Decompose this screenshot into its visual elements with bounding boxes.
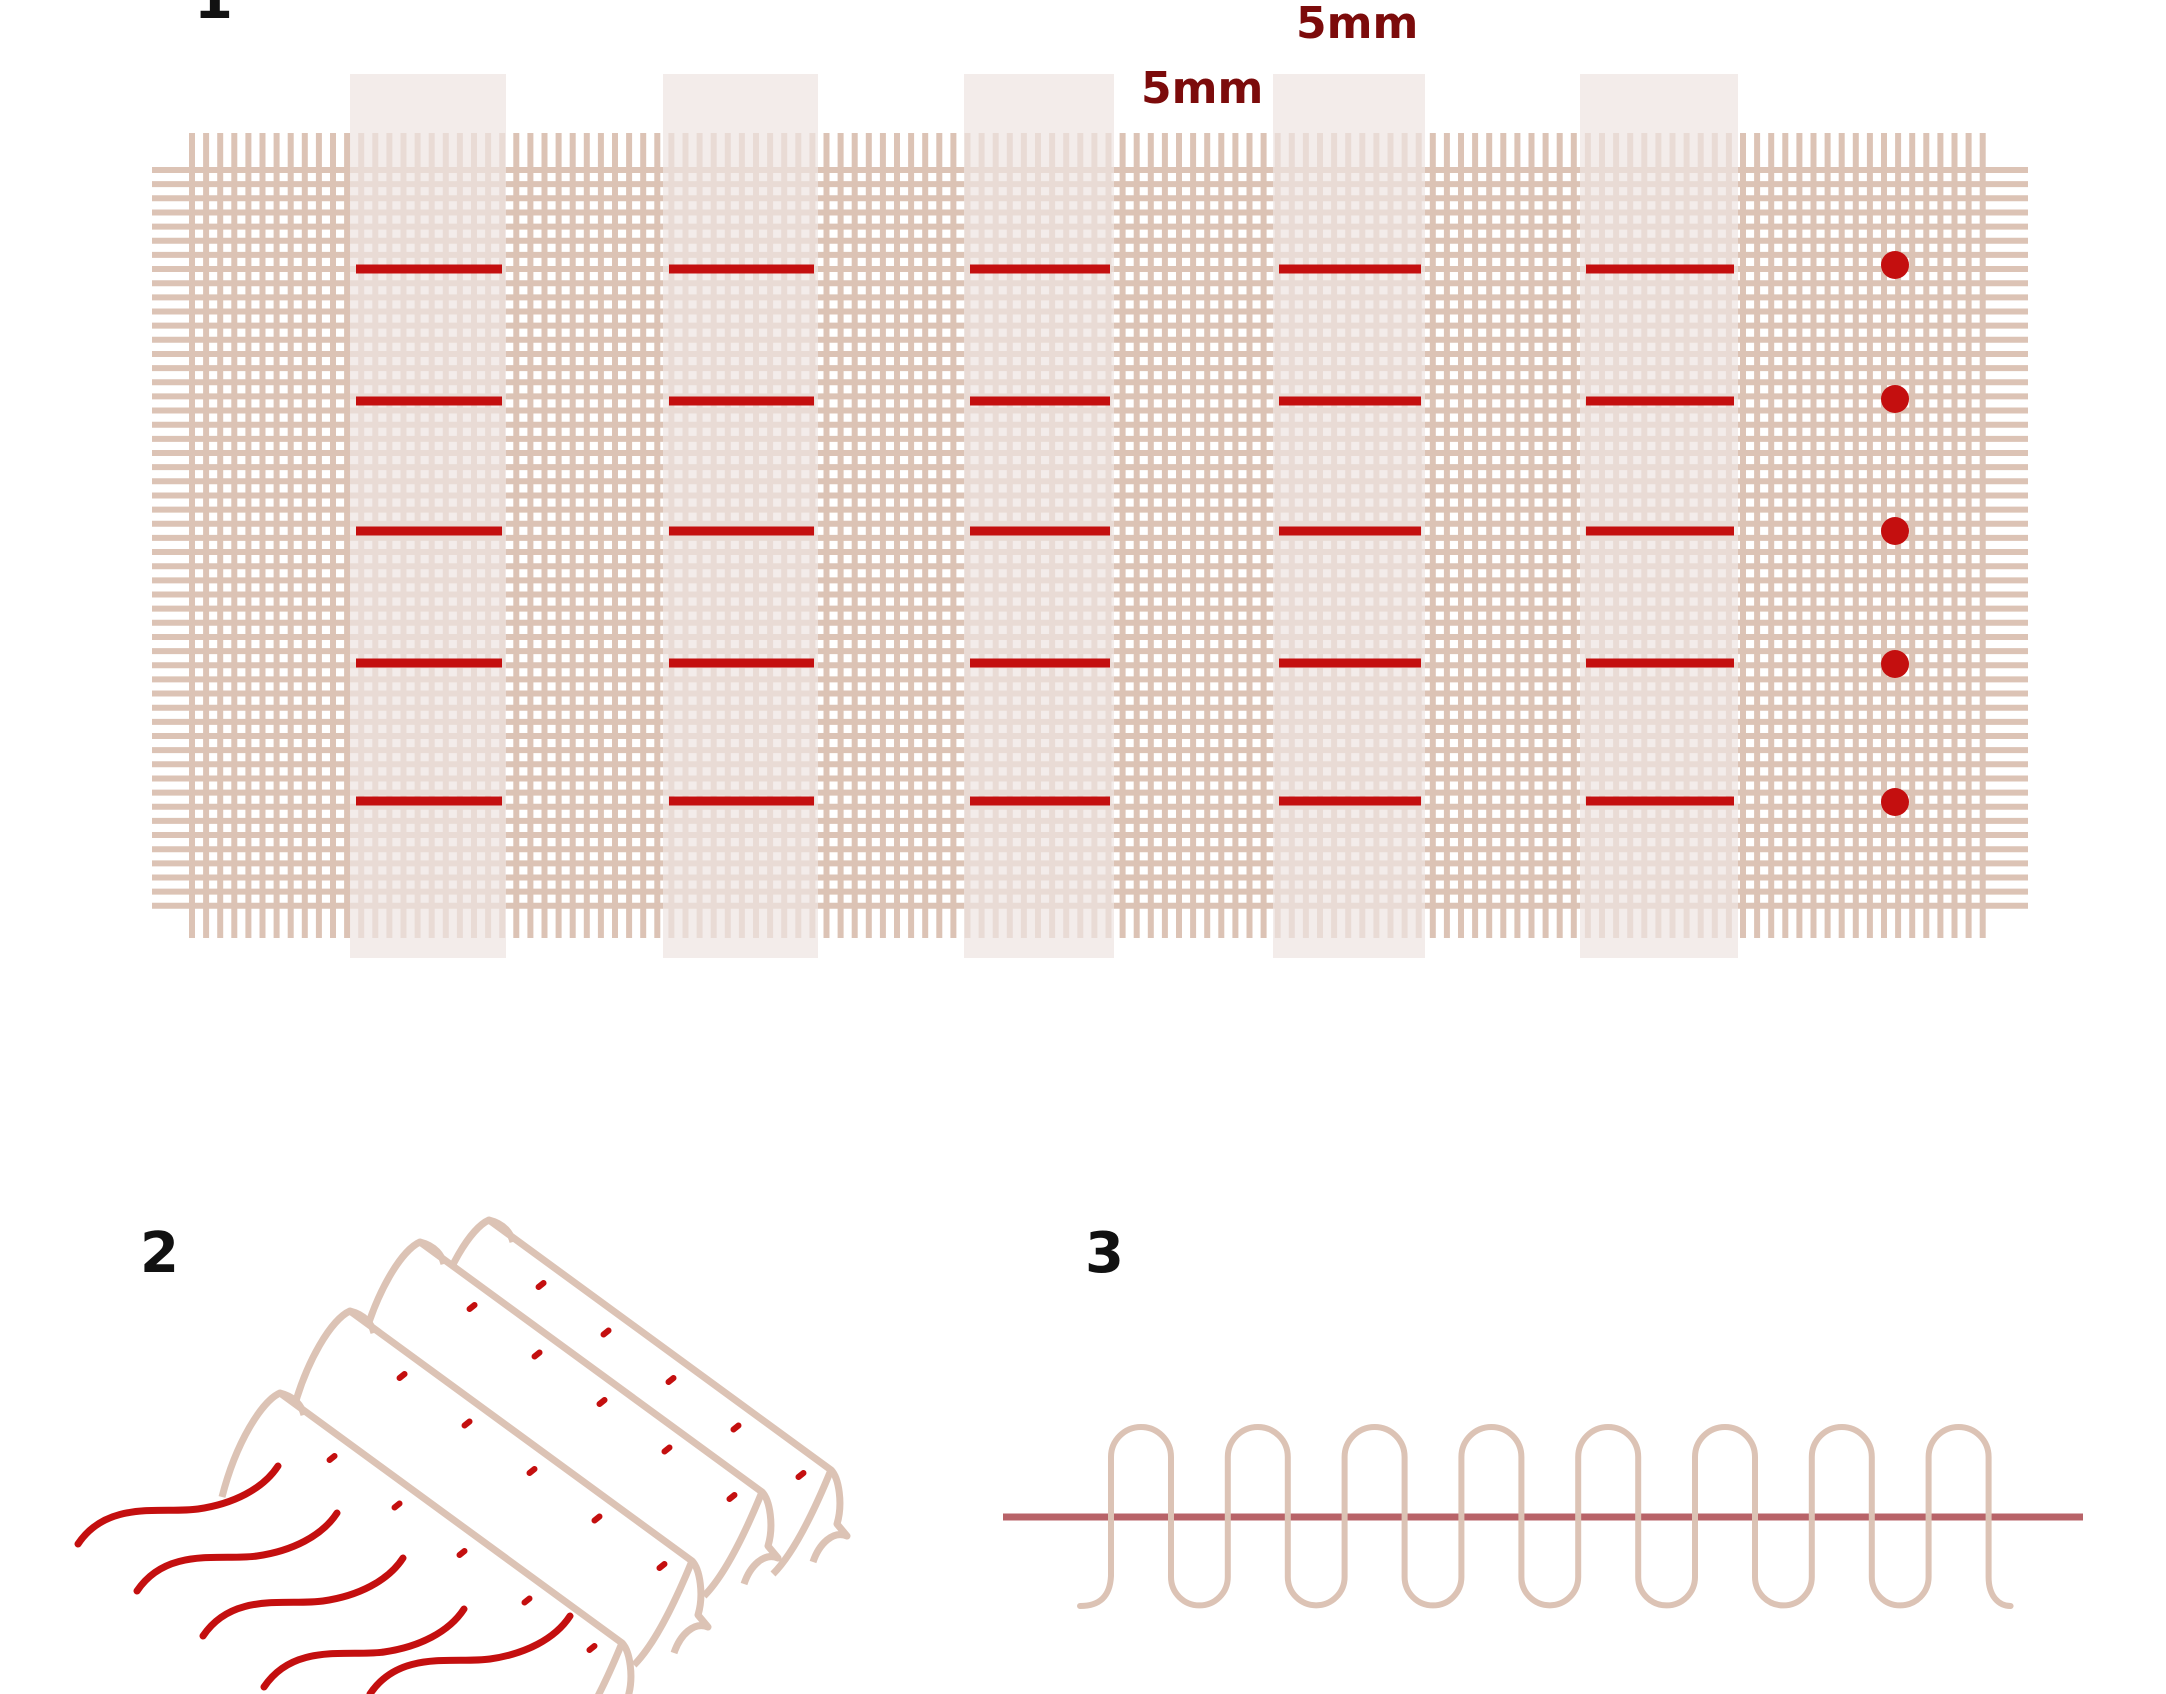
pleat-stitch-mark (596, 1397, 608, 1407)
pleat-stitch-mark (661, 1444, 673, 1455)
panel-2-gathered-pleats (74, 1216, 851, 1694)
pleat-stitch-mark (726, 1492, 738, 1502)
measurement-label-side: 5mm (1141, 63, 1263, 114)
measurement-label-top: 5mm (1296, 0, 1418, 49)
trailing-thread (199, 1554, 407, 1640)
trailing-thread (133, 1509, 341, 1595)
pleat-stitch-mark (526, 1466, 538, 1476)
pleat-roll (218, 1389, 626, 1694)
pleat-stitch-mark (461, 1418, 473, 1429)
panel-1-label: 1 (194, 0, 233, 32)
pleat-band (1580, 74, 1738, 958)
thread-end-marker (1881, 517, 1909, 545)
thread-end-marker (1881, 788, 1909, 816)
pleat-band (663, 74, 818, 958)
pleat-stitch-mark (656, 1561, 668, 1571)
panel-1-fabric-grid (152, 74, 2028, 958)
pleat-stitch-mark (730, 1422, 742, 1433)
thread-end-markers (1881, 251, 1909, 816)
pleat-fold-edge (809, 1467, 851, 1564)
thread-end-marker (1881, 385, 1909, 413)
pleat-band (964, 74, 1114, 958)
pleat-fold-edge (619, 1640, 635, 1694)
thread-end-marker (1881, 251, 1909, 279)
pleat-band (1273, 74, 1425, 958)
pleat-roll (358, 1238, 766, 1599)
pleat-stitch-mark (521, 1595, 533, 1606)
pleat-fold-edge (670, 1558, 712, 1655)
trailing-thread (74, 1462, 282, 1548)
pleat-roll (288, 1307, 696, 1668)
panel-3-label: 3 (1085, 1221, 1124, 1286)
pleat-stitch-mark (600, 1327, 612, 1338)
gathering-stitches (356, 264, 1734, 806)
panel-2-label: 2 (140, 1221, 179, 1286)
pleat-stitch-mark (591, 1513, 603, 1524)
pleat-stitch-mark (396, 1371, 408, 1381)
pleat-stitch-mark (586, 1643, 598, 1653)
pleat-wave-line (1077, 1424, 2014, 1609)
pleat-stitch-mark (665, 1375, 677, 1385)
pleat-stitch-mark (535, 1280, 547, 1290)
thread-end-marker (1881, 650, 1909, 678)
pleat-stitch-mark (391, 1500, 403, 1511)
pleat-stitch-mark (795, 1470, 807, 1480)
pleat-stitch-mark (466, 1302, 478, 1312)
pleat-band (350, 74, 506, 958)
pleat-stitch-marks (326, 1280, 807, 1653)
pleat-stitch-mark (326, 1453, 338, 1463)
pleat-bands (350, 74, 1738, 958)
pleat-stitch-mark (456, 1548, 468, 1558)
trailing-thread (260, 1605, 468, 1691)
trailing-thread (366, 1612, 574, 1694)
pleat-rolls (218, 1216, 851, 1694)
panel-3-pleat-profile (1003, 1424, 2083, 1609)
pleat-fold-edge (740, 1489, 782, 1586)
pleat-stitch-mark (531, 1349, 543, 1360)
trailing-threads (74, 1462, 574, 1694)
